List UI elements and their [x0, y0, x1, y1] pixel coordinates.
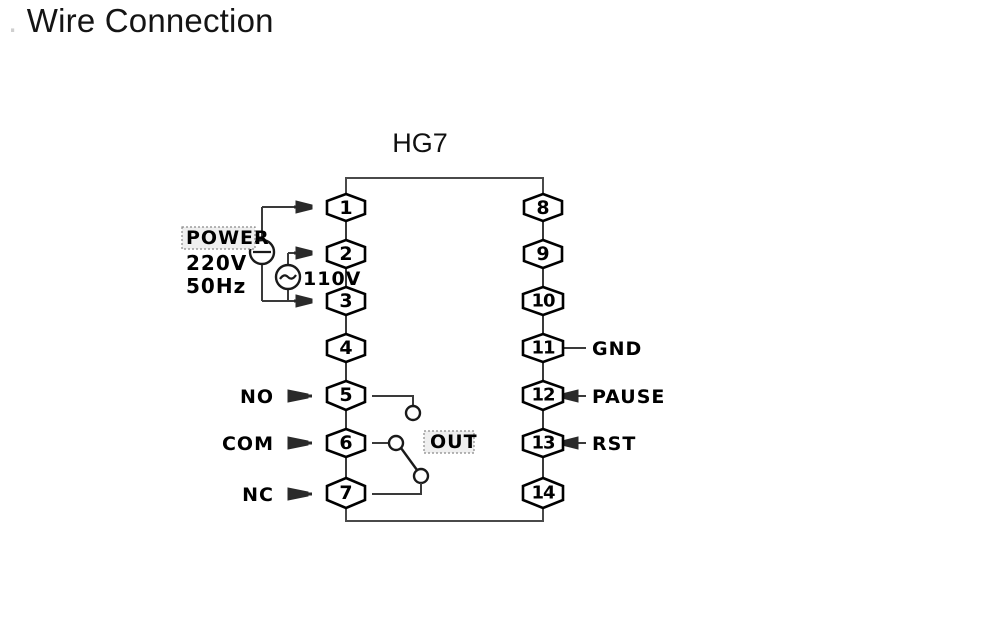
terminal-8[interactable]: 8 — [522, 192, 564, 223]
terminal-12-label: PAUSE — [592, 386, 665, 408]
terminal-1[interactable]: 1 — [294, 192, 367, 223]
terminal-13-number: 13 — [531, 433, 555, 454]
terminal-7-label: NC — [242, 484, 274, 506]
page-title-prefix: . — [8, 2, 18, 39]
terminal-4-number: 4 — [339, 337, 352, 359]
terminal-10-number: 10 — [531, 291, 555, 312]
out-label-group: OUT — [423, 430, 478, 454]
terminal-14[interactable]: 14 — [521, 476, 565, 510]
lug-connector-icon — [287, 487, 312, 501]
terminal-6[interactable]: COM 6 — [222, 427, 367, 459]
terminal-11-label: GND — [592, 338, 642, 360]
terminal-13-label: RST — [592, 433, 636, 455]
power-title: POWER — [186, 227, 270, 249]
terminal-5[interactable]: NO 5 — [240, 379, 367, 412]
page-title-text: Wire Connection — [26, 2, 274, 39]
lug-connector-icon — [561, 389, 579, 403]
terminal-13[interactable]: 13 RST — [521, 427, 636, 459]
power-frequency: 50Hz — [186, 274, 246, 298]
terminal-7[interactable]: NC 7 — [242, 476, 367, 510]
terminal-2-number: 2 — [339, 243, 352, 265]
lug-connector-icon — [294, 294, 313, 308]
terminal-10[interactable]: 10 — [521, 285, 565, 317]
relay-output-contacts — [372, 395, 430, 495]
terminal-8-number: 8 — [536, 197, 549, 219]
terminal-2[interactable]: 2 — [294, 238, 367, 270]
power-secondary-voltage: 110V — [303, 268, 361, 290]
terminal-14-number: 14 — [531, 483, 555, 504]
terminal-9[interactable]: 9 — [522, 238, 564, 270]
terminal-3-number: 3 — [339, 290, 352, 312]
ac-source-110v-icon — [274, 263, 302, 291]
terminal-7-number: 7 — [339, 482, 352, 504]
terminal-12-number: 12 — [531, 385, 554, 406]
device-top-rail — [345, 177, 544, 194]
terminal-5-number: 5 — [339, 384, 352, 406]
terminal-12[interactable]: 12 PAUSE — [521, 379, 665, 412]
terminal-6-label: COM — [222, 433, 274, 455]
model-label: HG7 — [392, 128, 448, 158]
lug-connector-icon — [287, 389, 312, 403]
power-label-group: POWER 220V 50Hz 110V — [181, 226, 361, 298]
page-title: . Wire Connection — [8, 2, 274, 40]
out-label: OUT — [430, 431, 478, 453]
terminal-9-number: 9 — [536, 243, 549, 265]
device-bottom-rail — [345, 508, 544, 522]
lug-connector-icon — [294, 246, 313, 260]
terminal-1-number: 1 — [339, 197, 352, 219]
lug-connector-icon — [294, 200, 313, 214]
power-voltage: 220V — [186, 251, 247, 275]
terminal-5-label: NO — [240, 386, 274, 408]
terminal-4[interactable]: 4 — [325, 332, 367, 364]
terminal-11-number: 11 — [531, 338, 555, 359]
lug-connector-icon — [287, 436, 312, 450]
terminal-6-number: 6 — [339, 432, 352, 454]
terminal-11[interactable]: 11 GND — [521, 332, 642, 364]
ac-source-220v-icon — [248, 238, 276, 266]
terminal-3[interactable]: 3 — [294, 285, 367, 317]
lug-connector-icon — [561, 436, 579, 450]
